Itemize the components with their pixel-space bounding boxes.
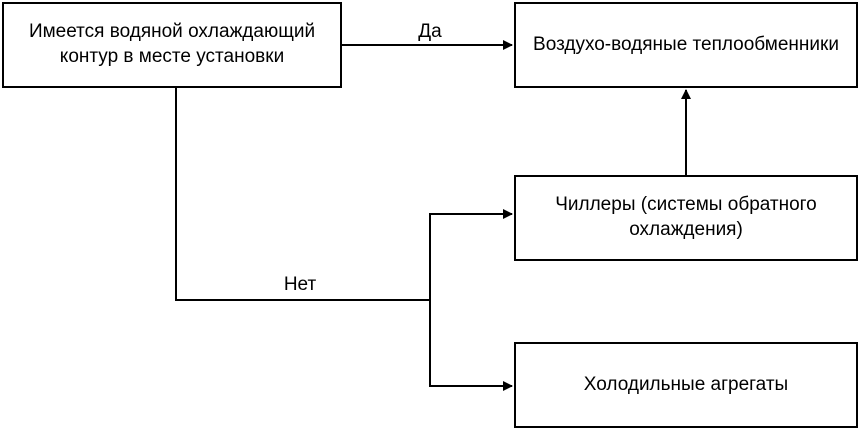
node-chillers: Чиллеры (системы обратного охлаждения) <box>514 175 858 261</box>
node-question-text: Имеется водяной охлаждающий контур в мес… <box>28 21 316 67</box>
node-air-water-heat-exchangers: Воздухо-водяные теплообменники <box>514 2 858 88</box>
node-cooling-units-text: Холодильные агрегаты <box>583 373 789 395</box>
node-chillers-text: Чиллеры (системы обратного охлаждения) <box>555 194 817 240</box>
edge-label-yes: Да <box>418 21 442 42</box>
node-cooling-units: Холодильные агрегаты <box>514 342 858 428</box>
node-water-cooling-circuit-question: Имеется водяной охлаждающий контур в мес… <box>2 2 342 88</box>
edge-label-no: Нет <box>283 274 317 295</box>
line-no <box>175 88 430 301</box>
node-hx-text: Воздухо-водяные теплообменники <box>533 33 839 55</box>
